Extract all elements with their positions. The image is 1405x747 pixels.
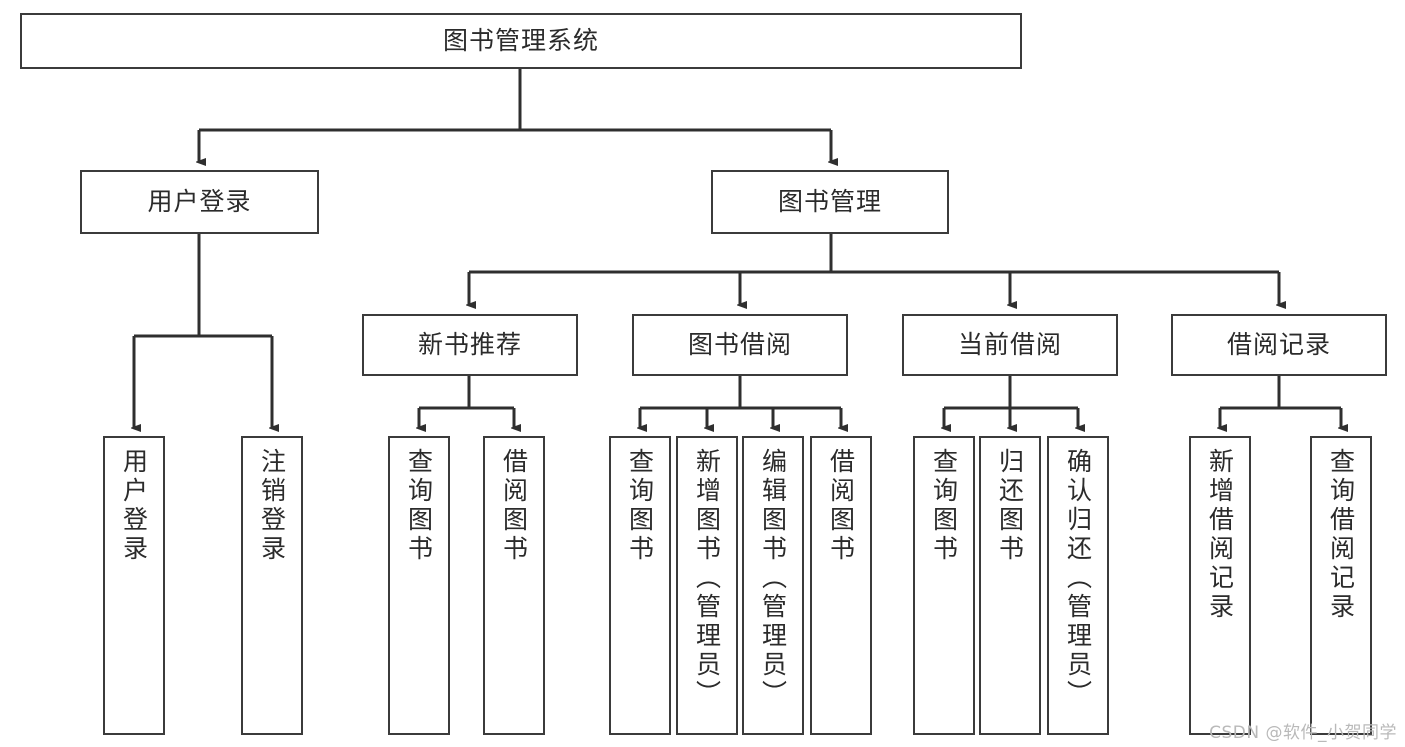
leaf-new-book-borrow-book[interactable]: 借阅图书 — [483, 436, 545, 735]
node-label: 借阅图书 — [499, 448, 529, 564]
leaf-current-borrow-query-book[interactable]: 查询图书 — [913, 436, 975, 735]
node-label: 新增图书（管理员） — [692, 448, 722, 709]
node-label: 图书借阅 — [687, 330, 792, 360]
node-label: 新增借阅记录 — [1205, 448, 1235, 622]
node-label: 确认归还（管理员） — [1063, 448, 1093, 709]
csdn-watermark: CSDN @软件_小贺同学 — [1209, 723, 1397, 743]
node-label: 当前借阅 — [957, 330, 1062, 360]
node-root-book-management-system[interactable]: 图书管理系统 — [20, 13, 1022, 69]
leaf-book-borrow-borrow-book[interactable]: 借阅图书 — [810, 436, 872, 735]
leaf-current-borrow-confirm-return[interactable]: 确认归还（管理员） — [1047, 436, 1109, 735]
node-label: 归还图书 — [995, 448, 1025, 564]
node-label: 查询借阅记录 — [1326, 448, 1356, 622]
node-label: 借阅记录 — [1226, 330, 1331, 360]
leaf-user-login-login[interactable]: 用户登录 — [103, 436, 165, 735]
leaf-current-borrow-return-book[interactable]: 归还图书 — [979, 436, 1041, 735]
node-label: 查询图书 — [929, 448, 959, 564]
leaf-new-book-query-book[interactable]: 查询图书 — [388, 436, 450, 735]
node-label: 注销登录 — [257, 448, 287, 564]
leaf-book-borrow-edit-book[interactable]: 编辑图书（管理员） — [742, 436, 804, 735]
node-label: 用户登录 — [147, 187, 252, 217]
leaf-user-login-logout[interactable]: 注销登录 — [241, 436, 303, 735]
node-current-borrow[interactable]: 当前借阅 — [902, 314, 1118, 376]
node-user-login[interactable]: 用户登录 — [80, 170, 319, 234]
node-label: 新书推荐 — [417, 330, 522, 360]
node-label: 编辑图书（管理员） — [758, 448, 788, 709]
node-label: 查询图书 — [404, 448, 434, 564]
node-book-management[interactable]: 图书管理 — [711, 170, 949, 234]
node-label: 图书管理系统 — [442, 26, 599, 56]
leaf-book-borrow-query-book[interactable]: 查询图书 — [609, 436, 671, 735]
node-book-borrow[interactable]: 图书借阅 — [632, 314, 848, 376]
node-borrow-record[interactable]: 借阅记录 — [1171, 314, 1387, 376]
node-label: 借阅图书 — [826, 448, 856, 564]
leaf-book-borrow-add-book[interactable]: 新增图书（管理员） — [676, 436, 738, 735]
leaf-borrow-record-add-record[interactable]: 新增借阅记录 — [1189, 436, 1251, 735]
node-new-book-recommend[interactable]: 新书推荐 — [362, 314, 578, 376]
node-label: 图书管理 — [777, 187, 882, 217]
leaf-borrow-record-query-record[interactable]: 查询借阅记录 — [1310, 436, 1372, 735]
node-label: 用户登录 — [119, 448, 149, 564]
node-label: 查询图书 — [625, 448, 655, 564]
